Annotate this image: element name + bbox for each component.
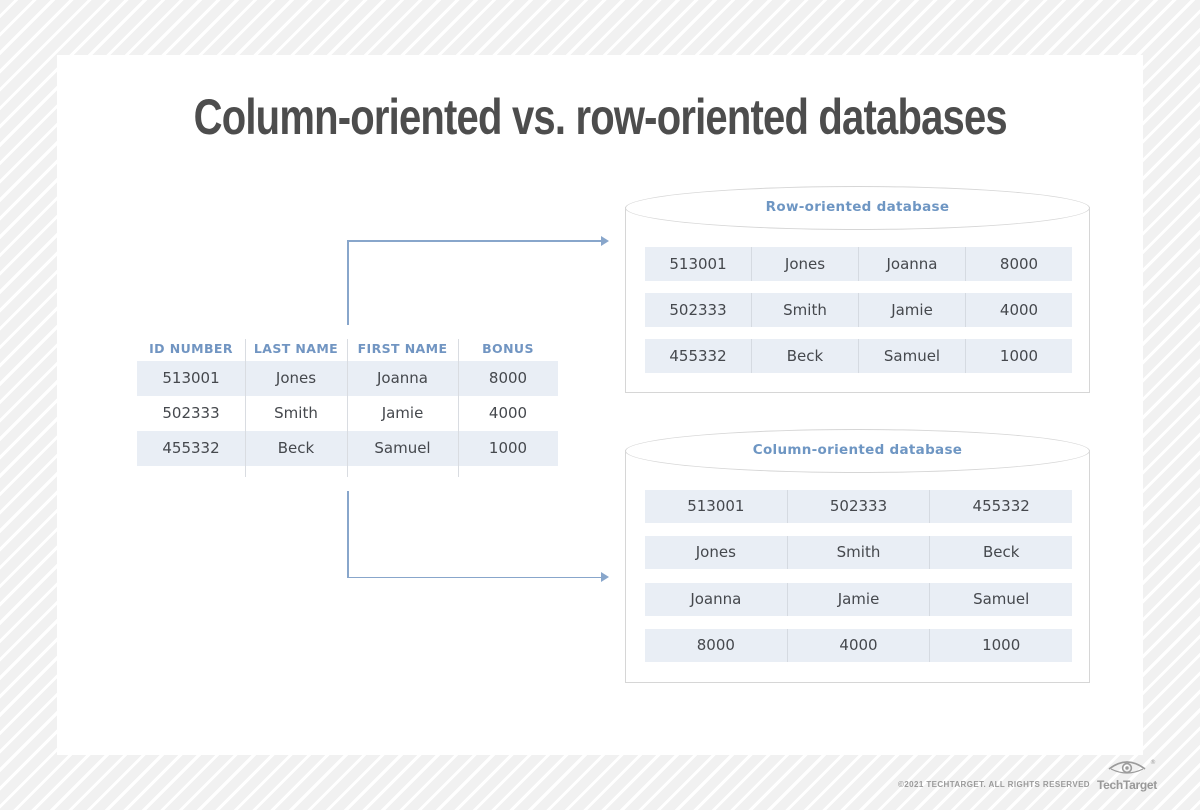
table-cell: 513001: [162, 369, 220, 387]
row-db-cylinder: Row-oriented database 513001 Jones Joann…: [625, 186, 1090, 393]
title-wrap: Column-oriented vs. row-oriented databas…: [57, 88, 1143, 146]
db-row-strip: Jones Smith Beck: [645, 536, 1072, 569]
db-cell: Joanna: [645, 583, 788, 616]
header-cell-id-number: ID NUMBER: [149, 341, 233, 356]
db-cell: Joanna: [859, 247, 966, 281]
header-cell-bonus: BONUS: [482, 341, 534, 356]
db-cell: 513001: [645, 247, 752, 281]
db-cell: Jones: [645, 536, 788, 569]
db-row-strip: 502333 Smith Jamie 4000: [645, 293, 1072, 327]
db-cell: Jamie: [788, 583, 931, 616]
column-divider: [458, 339, 459, 477]
db-cell: 8000: [645, 629, 788, 662]
connector-bottom-vertical: [347, 491, 349, 577]
arrow-right-icon: [601, 572, 609, 582]
db-cell: 1000: [999, 347, 1039, 365]
db-cell: 455332: [972, 497, 1030, 515]
table-row: 502333 Smith Jamie 4000: [137, 396, 558, 431]
connector-bottom-horizontal: [347, 576, 602, 578]
header-cell-last-name: LAST NAME: [253, 341, 339, 356]
db-label: Row-oriented database: [765, 199, 950, 215]
table-cell: 4000: [488, 404, 528, 422]
header-cell-first-name: FIRST NAME: [357, 341, 448, 356]
db-row-strip: 513001 Jones Joanna 8000: [645, 247, 1072, 281]
db-cell: Jamie: [859, 293, 966, 327]
table-cell: 455332: [162, 439, 220, 457]
db-cell: Smith: [788, 536, 931, 569]
connector-top-vertical: [347, 240, 349, 325]
column-db-cylinder: Column-oriented database 513001 502333 4…: [625, 429, 1090, 683]
db-cell: Jones: [752, 247, 859, 281]
db-row-strip: 455332 Beck Samuel 1000: [645, 339, 1072, 373]
source-table-header-row: ID NUMBER LAST NAME FIRST NAME BONUS: [137, 337, 558, 361]
arrow-right-icon: [601, 236, 609, 246]
db-cell: Beck: [982, 543, 1020, 561]
table-cell: 502333: [162, 404, 220, 422]
db-cell: Beck: [752, 339, 859, 373]
db-cell: 1000: [982, 636, 1021, 654]
db-cell: Samuel: [859, 339, 966, 373]
table-cell: Beck: [277, 439, 315, 457]
column-divider: [347, 339, 348, 477]
registered-trademark: ®: [1150, 759, 1156, 766]
table-cell: Samuel: [374, 439, 431, 457]
db-label: Column-oriented database: [752, 442, 963, 458]
table-cell: 8000: [488, 369, 528, 387]
table-cell: 1000: [488, 439, 528, 457]
cylinder-top-ellipse: [625, 429, 1090, 473]
table-cell: Jamie: [381, 404, 424, 422]
db-cell: Smith: [752, 293, 859, 327]
cylinder-top-ellipse: [625, 186, 1090, 230]
db-cell: 513001: [645, 490, 788, 523]
db-row-strip: 513001 502333 455332: [645, 490, 1072, 523]
table-cell: Joanna: [377, 369, 428, 387]
techtarget-logo: ® TechTarget: [1096, 759, 1158, 792]
db-cell: 502333: [645, 293, 752, 327]
db-cell: 8000: [999, 255, 1039, 273]
brand-wordmark: TechTarget: [1097, 778, 1157, 792]
db-row-strip: Joanna Jamie Samuel: [645, 583, 1072, 616]
db-row-strip: 8000 4000 1000: [645, 629, 1072, 662]
db-cell: 4000: [788, 629, 931, 662]
db-cell: 4000: [999, 301, 1039, 319]
table-cell: Smith: [274, 404, 318, 422]
db-cell: Samuel: [973, 590, 1030, 608]
eye-icon: [1106, 760, 1148, 779]
page-title: Column-oriented vs. row-oriented databas…: [193, 89, 1007, 145]
db-cell: 455332: [645, 339, 752, 373]
table-cell: Jones: [275, 369, 317, 387]
db-cell: 502333: [788, 490, 931, 523]
column-divider: [245, 339, 246, 477]
footer-copyright: ©2021 TECHTARGET. ALL RIGHTS RESERVED: [898, 780, 1090, 789]
connector-top-horizontal: [347, 240, 602, 242]
